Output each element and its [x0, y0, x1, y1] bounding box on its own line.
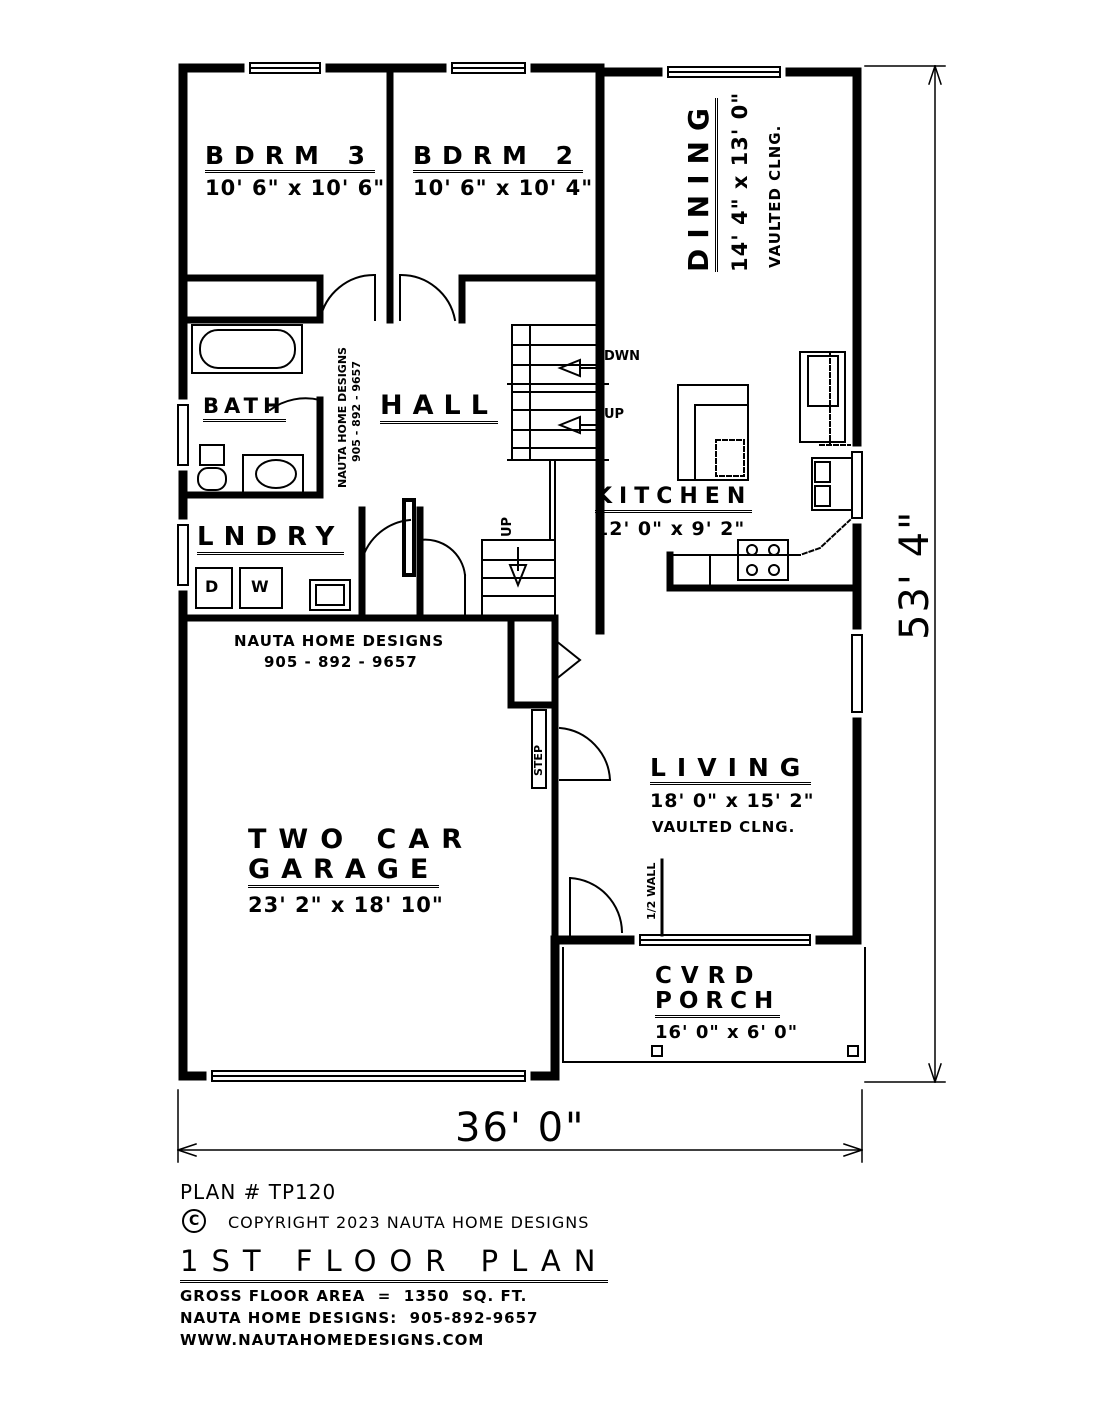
copyright-text: COPYRIGHT 2023 NAUTA HOME DESIGNS: [228, 1213, 590, 1232]
window-frames: [177, 62, 863, 1082]
garage-watermark-name: NAUTA HOME DESIGNS: [234, 632, 445, 650]
garage-label-line2: GARAGE: [248, 856, 440, 888]
bdrm3-label: BDRM 3: [205, 143, 376, 173]
dimension-lines: [177, 65, 946, 1163]
kitchen-fixtures: [669, 351, 853, 589]
bdrm2-label: BDRM 2: [413, 143, 584, 173]
half-wall-label: 1/2 WALL: [645, 862, 658, 920]
hall-watermark-phone: 905 - 892 - 9657: [350, 361, 363, 462]
garage-label-line1: TWO CAR: [248, 824, 475, 855]
kitchen-size: 12' 0" x 9' 2": [595, 518, 746, 540]
hall-watermark-name: NAUTA HOME DESIGNS: [336, 347, 349, 488]
porch-outline: [562, 947, 866, 1063]
plan-title: 1ST FLOOR PLAN: [180, 1244, 609, 1283]
dining-label: DINING: [682, 98, 718, 272]
laundry-fixtures: [195, 567, 351, 611]
copyright-symbol: C: [189, 1213, 200, 1229]
bath-label: BATH: [203, 396, 286, 422]
kitchen-label: KITCHEN: [595, 486, 753, 513]
dining-note: VAULTED CLNG.: [766, 124, 784, 268]
stair-down-label: DWN: [604, 349, 641, 364]
hall-label: HALL: [380, 392, 498, 424]
gross-floor-area: GROSS FLOOR AREA = 1350 SQ. FT.: [180, 1287, 528, 1305]
washer-label: W: [251, 577, 269, 596]
bath-fixtures: [191, 324, 304, 494]
living-size: 18' 0" x 15' 2": [650, 790, 815, 812]
porch-label-line1: CVRD: [655, 963, 763, 989]
website[interactable]: WWW.NAUTAHOMEDESIGNS.COM: [180, 1331, 485, 1349]
lndry-label: LNDRY: [197, 524, 345, 555]
porch-size: 16' 0" x 6' 0": [655, 1022, 799, 1043]
door-swings: [268, 273, 624, 941]
stair-up-label-2: UP: [500, 516, 515, 537]
bdrm3-size: 10' 6" x 10' 6": [205, 176, 386, 200]
porch-label-line2: PORCH: [655, 990, 781, 1018]
step-label: STEP: [532, 744, 545, 776]
interior-walls: [179, 64, 861, 944]
living-note: VAULTED CLNG.: [652, 818, 796, 836]
bdrm2-size: 10' 6" x 10' 4": [413, 176, 594, 200]
stairs: [481, 324, 609, 619]
plan-number: PLAN # TP120: [180, 1180, 337, 1204]
copyright-circle: [182, 1209, 206, 1233]
overall-depth: 53' 4": [892, 509, 938, 640]
step-landing: [531, 709, 547, 789]
dryer-label: D: [205, 577, 219, 596]
contact-phone: NAUTA HOME DESIGNS: 905-892-9657: [180, 1309, 539, 1327]
stair-up-label: UP: [604, 407, 625, 422]
overall-width: 36' 0": [455, 1105, 586, 1151]
garage-size: 23' 2" x 18' 10": [248, 893, 444, 917]
living-label: LIVING: [650, 755, 812, 785]
garage-watermark-phone: 905 - 892 - 9657: [264, 653, 418, 671]
dining-size: 14' 4" x 13' 0": [728, 91, 752, 272]
